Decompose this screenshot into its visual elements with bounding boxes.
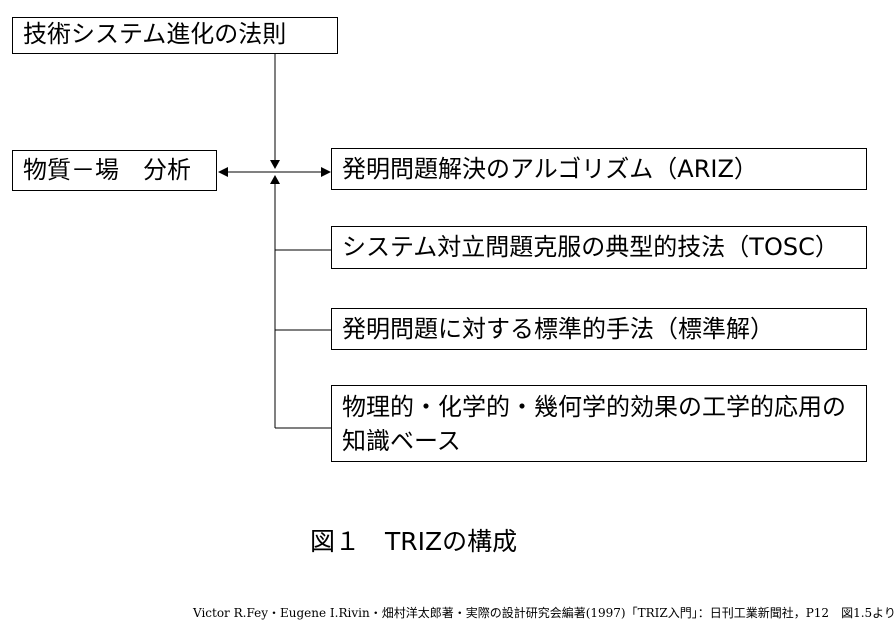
- tosc-box: システム対立問題克服の典型的技法（TOSC）: [331, 226, 867, 269]
- arrow-head-right: [321, 167, 331, 177]
- figure-caption: 図１ TRIZの構成: [310, 527, 518, 556]
- source-citation: Victor R.Fey・Eugene I.Rivin・畑村洋太郎著・実際の設計…: [193, 606, 896, 620]
- left-box: 物質－場 分析: [12, 150, 217, 191]
- knowledge-label: 物理的・化学的・幾何学的効果の工学的応用の知識ベース: [342, 393, 846, 455]
- knowledge-box: 物理的・化学的・幾何学的効果の工学的応用の知識ベース: [331, 385, 867, 462]
- tosc-label: システム対立問題克服の典型的技法（TOSC）: [342, 233, 839, 261]
- arrow-head-up: [270, 175, 280, 184]
- title-box-label: 技術システム進化の法則: [23, 20, 287, 48]
- ariz-box: 発明問題解決のアルゴリズム（ARIZ）: [331, 148, 867, 190]
- standard-label: 発明問題に対する標準的手法（標準解）: [342, 314, 774, 343]
- left-box-label: 物質－場 分析: [23, 156, 191, 184]
- standard-box: 発明問題に対する標準的手法（標準解）: [331, 308, 867, 350]
- title-box: 技術システム進化の法則: [12, 17, 338, 54]
- arrow-head-left: [218, 167, 228, 177]
- ariz-label: 発明問題解決のアルゴリズム（ARIZ）: [342, 154, 758, 183]
- arrow-head-down: [270, 160, 280, 169]
